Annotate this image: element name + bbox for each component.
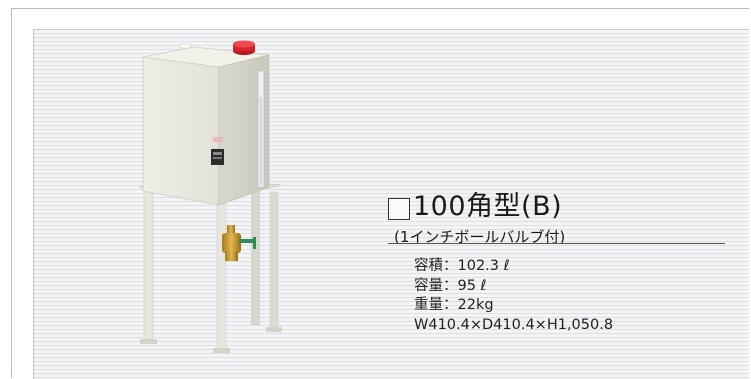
valve-handle-tip — [253, 237, 256, 249]
stand-foot — [140, 339, 157, 344]
level-gauge-fill — [259, 97, 263, 185]
stand-foot — [266, 327, 282, 332]
valve-stem — [227, 225, 235, 235]
oil-tank-photo — [138, 40, 282, 353]
stand-leg-front-left — [143, 186, 154, 343]
stand-leg-front-right — [216, 201, 227, 353]
spec-list: 容積：102.3 ℓ 容量：95 ℓ 重量：22kg W410.4×D410.4… — [414, 257, 613, 335]
title-row: 100角型(B) — [388, 188, 728, 226]
valve-handle — [239, 239, 255, 243]
ball-valve-icon — [222, 233, 241, 253]
stand-foot — [213, 348, 230, 353]
stand-leg-right — [269, 191, 279, 331]
stand-leg-back — [251, 187, 260, 325]
spec-weight: 重量：22kg — [414, 297, 494, 313]
spec-capacity: 容量：95 ℓ — [414, 277, 487, 294]
valve-outlet — [225, 251, 238, 261]
divider — [388, 243, 725, 244]
label-plate-text-line — [213, 152, 222, 155]
product-subtitle: (1インチボールバルブ付) — [394, 228, 566, 246]
product-info: 100角型(B) (1インチボールバルブ付) — [388, 188, 728, 246]
vent-cap-icon — [177, 43, 193, 49]
tank-front-face — [142, 56, 220, 206]
empty-checkbox-icon — [388, 197, 410, 220]
label-plate-text-line — [213, 157, 222, 159]
product-card — [11, 8, 749, 378]
spec-dimensions: W410.4×D410.4×H1,050.8 — [414, 316, 614, 333]
red-cap-top — [233, 40, 255, 48]
spec-volume: 容積：102.3 ℓ — [414, 258, 510, 274]
warning-sticker — [213, 137, 223, 142]
product-title: 100角型(B) — [413, 191, 563, 222]
